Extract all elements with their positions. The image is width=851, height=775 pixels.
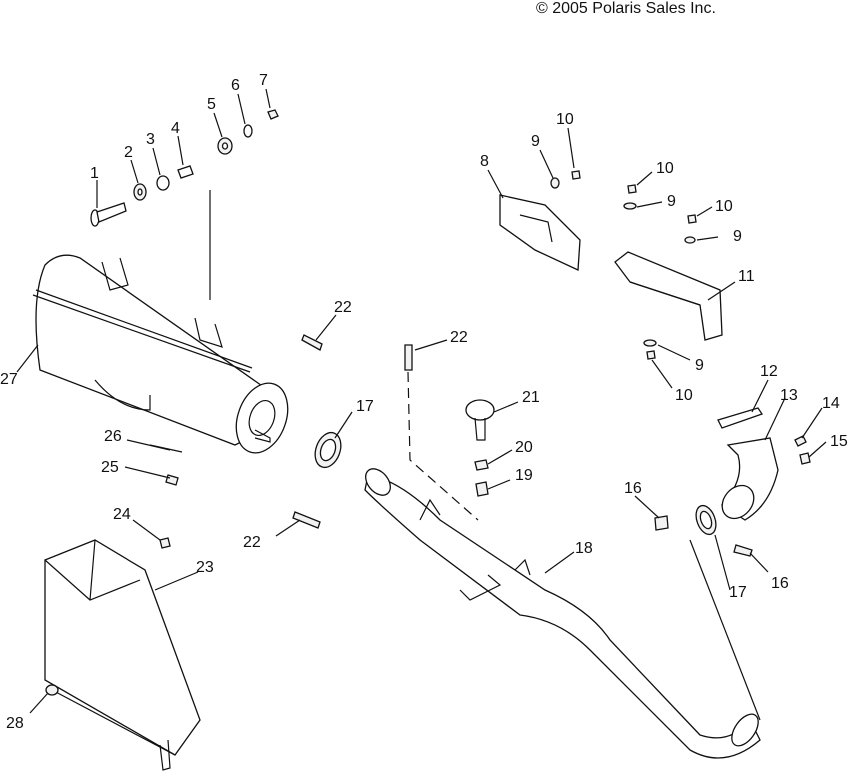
- callout-11: 11: [738, 268, 755, 285]
- callout-6: 6: [231, 77, 240, 94]
- leader-line: [407, 371, 479, 521]
- callout-26: 26: [104, 428, 122, 445]
- callout-9: 9: [531, 133, 540, 150]
- callout-9: 9: [695, 357, 704, 374]
- bracket-11: [614, 251, 723, 341]
- callout-17: 17: [356, 398, 374, 415]
- callout-19: 19: [515, 467, 533, 484]
- nut-10: [571, 170, 581, 180]
- callout-22: 22: [334, 299, 352, 316]
- nut-10: [646, 350, 656, 360]
- callout-28: 28: [6, 715, 24, 732]
- callout-22: 22: [450, 329, 468, 346]
- washer-9: [623, 202, 637, 210]
- callout-23: 23: [196, 559, 214, 576]
- stud-14: [794, 435, 807, 447]
- spring-25: [165, 474, 179, 486]
- nut-10: [627, 184, 637, 194]
- seal-17-b: [695, 504, 717, 536]
- callout-leaders: [16, 88, 827, 714]
- callout-9: 9: [667, 193, 676, 210]
- callout-7: 7: [259, 72, 268, 89]
- washer-2: [133, 183, 147, 201]
- callout-1: 1: [90, 165, 99, 182]
- callout-17: 17: [729, 584, 747, 601]
- callout-25: 25: [101, 459, 119, 476]
- callout-4: 4: [171, 120, 180, 137]
- callout-27: 27: [0, 371, 18, 388]
- spring-22-a: [301, 334, 323, 351]
- muffler-27: [32, 254, 289, 454]
- bushing-3: [156, 175, 170, 191]
- washer-9: [643, 339, 657, 347]
- callout-14: 14: [822, 395, 840, 412]
- callout-10: 10: [675, 387, 693, 404]
- bolt-24: [159, 537, 171, 549]
- bolt-1: [90, 202, 127, 227]
- heat-shield-23: [44, 539, 201, 771]
- callout-15: 15: [830, 433, 848, 450]
- bumper-21: [465, 399, 495, 441]
- flange-13: [721, 437, 779, 521]
- callout-16: 16: [771, 575, 789, 592]
- nut-7: [267, 109, 279, 120]
- bushing-19: [475, 481, 489, 497]
- callout-16: 16: [624, 480, 642, 497]
- leader-line: [689, 539, 761, 721]
- washer-9: [550, 177, 560, 189]
- callout-13: 13: [780, 387, 798, 404]
- callout-21: 21: [522, 389, 540, 406]
- bracket-8: [499, 194, 581, 271]
- clip-16-a: [654, 515, 669, 531]
- gasket-12: [717, 407, 764, 429]
- callout-2: 2: [124, 144, 133, 161]
- sleeve-4: [177, 165, 194, 179]
- copyright-notice: © 2005 Polaris Sales Inc.: [536, 0, 716, 17]
- callout-20: 20: [515, 439, 533, 456]
- nut-10: [687, 214, 697, 224]
- head-pipe-18: [364, 468, 761, 759]
- callout-9: 9: [733, 228, 742, 245]
- grommet-5: [217, 137, 233, 155]
- spring-22-b: [404, 344, 413, 371]
- callout-10: 10: [556, 111, 574, 128]
- callout-10: 10: [715, 198, 733, 215]
- seal-17-a: [314, 431, 342, 469]
- nut-15: [799, 452, 811, 465]
- callout-10: 10: [656, 160, 674, 177]
- callout-22: 22: [243, 534, 261, 551]
- callout-12: 12: [760, 363, 778, 380]
- callout-24: 24: [113, 506, 131, 523]
- washer-6: [243, 124, 253, 138]
- callout-3: 3: [146, 131, 155, 148]
- callout-18: 18: [575, 540, 593, 557]
- bolt-28: [45, 684, 59, 696]
- clip-16-b: [733, 544, 753, 557]
- washer-20: [474, 459, 489, 471]
- callout-8: 8: [480, 153, 489, 170]
- callout-5: 5: [207, 96, 216, 113]
- callout-labels: 1 2 3 4 5 6 7 8 9 10 10 9 10 9 11 9 10 1…: [0, 72, 848, 732]
- spring-22-c: [292, 511, 321, 529]
- washer-9: [684, 236, 696, 244]
